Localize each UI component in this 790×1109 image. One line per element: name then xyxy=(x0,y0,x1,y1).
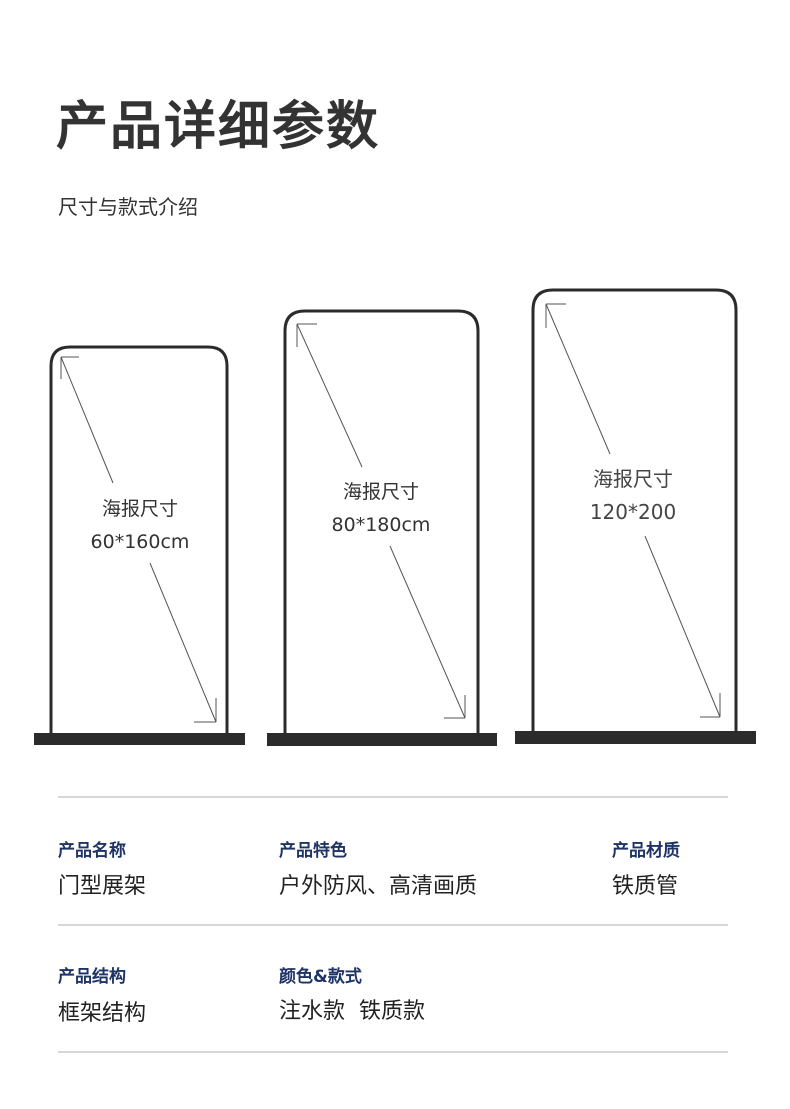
divider xyxy=(58,796,728,798)
arrow-medium-lower xyxy=(389,545,466,719)
page-subtitle: 尺寸与款式介绍 xyxy=(58,195,198,219)
spec-value-feature: 户外防风、高清画质 xyxy=(279,874,478,899)
stand-illustrations xyxy=(34,288,756,746)
stand-small-label: 海报尺寸 60*160cm xyxy=(91,493,190,559)
spec-label-style: 颜色&款式 xyxy=(279,967,362,987)
spec-label-name: 产品名称 xyxy=(58,841,126,861)
stand-base-large xyxy=(515,731,756,744)
divider xyxy=(58,1051,728,1053)
spec-label-structure: 产品结构 xyxy=(58,967,126,987)
stand-medium-label: 海报尺寸 80*180cm xyxy=(332,476,431,542)
stand-base-medium xyxy=(267,733,497,746)
stand-frame-large xyxy=(531,288,738,734)
stand-frame-medium xyxy=(283,309,480,736)
poster-size-value: 120*200 xyxy=(589,500,677,524)
poster-size-value: 60*160cm xyxy=(90,531,190,553)
arrow-small-lower xyxy=(149,562,217,723)
divider xyxy=(58,924,728,926)
spec-value-style: 注水款 铁质款 xyxy=(279,999,425,1024)
arrow-medium-upper xyxy=(296,323,363,468)
poster-size-value: 80*180cm xyxy=(331,514,431,536)
spec-label-feature: 产品特色 xyxy=(279,841,347,861)
poster-size-label: 海报尺寸 xyxy=(342,481,419,503)
arrow-large-upper xyxy=(545,303,611,455)
spec-value-material: 铁质管 xyxy=(612,874,679,899)
dimension-arrows xyxy=(60,303,721,723)
poster-size-label: 海报尺寸 xyxy=(592,467,673,491)
poster-size-label: 海报尺寸 xyxy=(101,498,178,520)
stand-frame-small xyxy=(49,345,229,736)
page-title: 产品详细参数 xyxy=(56,97,381,157)
arrow-large-lower xyxy=(644,535,721,718)
spec-label-material: 产品材质 xyxy=(612,841,680,861)
stand-large-label: 海报尺寸 120*200 xyxy=(590,463,676,529)
spec-value-structure: 框架结构 xyxy=(58,1001,147,1026)
arrow-small-upper xyxy=(60,356,114,484)
stand-base-small xyxy=(34,733,245,745)
spec-value-name: 门型展架 xyxy=(58,874,147,899)
